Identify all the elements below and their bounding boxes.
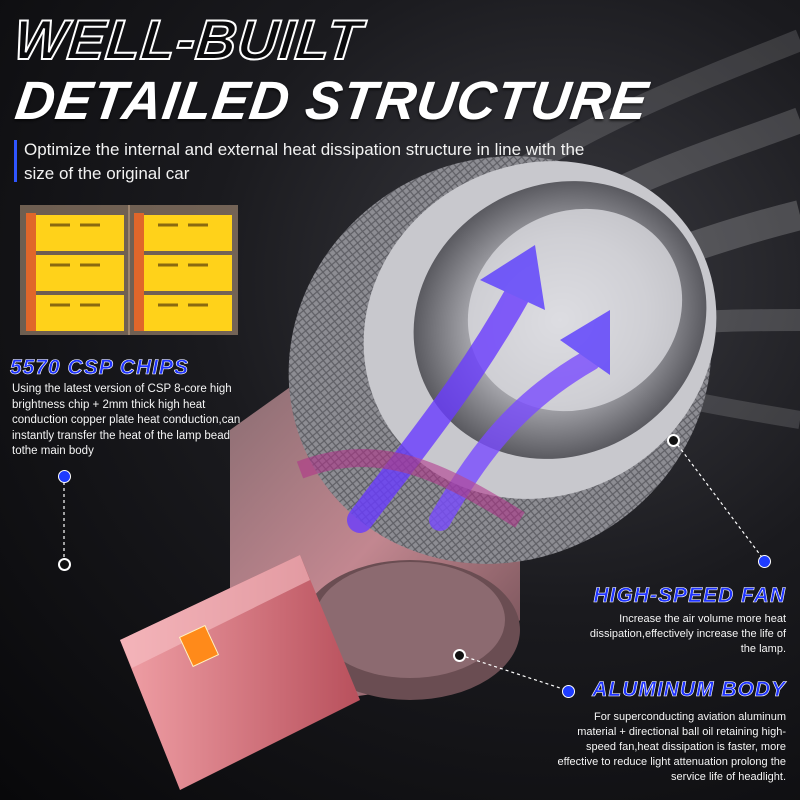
callout-lines	[63, 439, 765, 691]
fan-description: Increase the air volume more heat dissip…	[589, 613, 786, 655]
callout-dot-icon	[58, 470, 71, 483]
fan-title: HIGH-SPEED FAN	[593, 584, 786, 608]
headline-line1: WELL-BUILT	[10, 7, 367, 72]
callout-dot-icon	[667, 434, 680, 447]
callout-dot-icon	[453, 649, 466, 662]
callout-dot-icon	[58, 558, 71, 571]
headline-line2: DETAILED STRUCTURE	[11, 71, 653, 131]
callout-dot-icon	[758, 555, 771, 568]
accent-bar	[14, 140, 17, 182]
airflow-arrows	[296, 245, 610, 533]
led-chip-icon	[20, 205, 238, 335]
body-title: ALUMINUM BODY	[592, 678, 786, 702]
led-stem	[120, 555, 360, 790]
chips-title: 5570 CSP CHIPS	[10, 356, 189, 380]
body-description: For superconducting aviation aluminum ma…	[557, 711, 786, 783]
chips-description: Using the latest version of CSP 8-core h…	[12, 383, 241, 457]
headline-subtitle: Optimize the internal and external heat …	[24, 140, 585, 183]
callout-dot-icon	[562, 685, 575, 698]
